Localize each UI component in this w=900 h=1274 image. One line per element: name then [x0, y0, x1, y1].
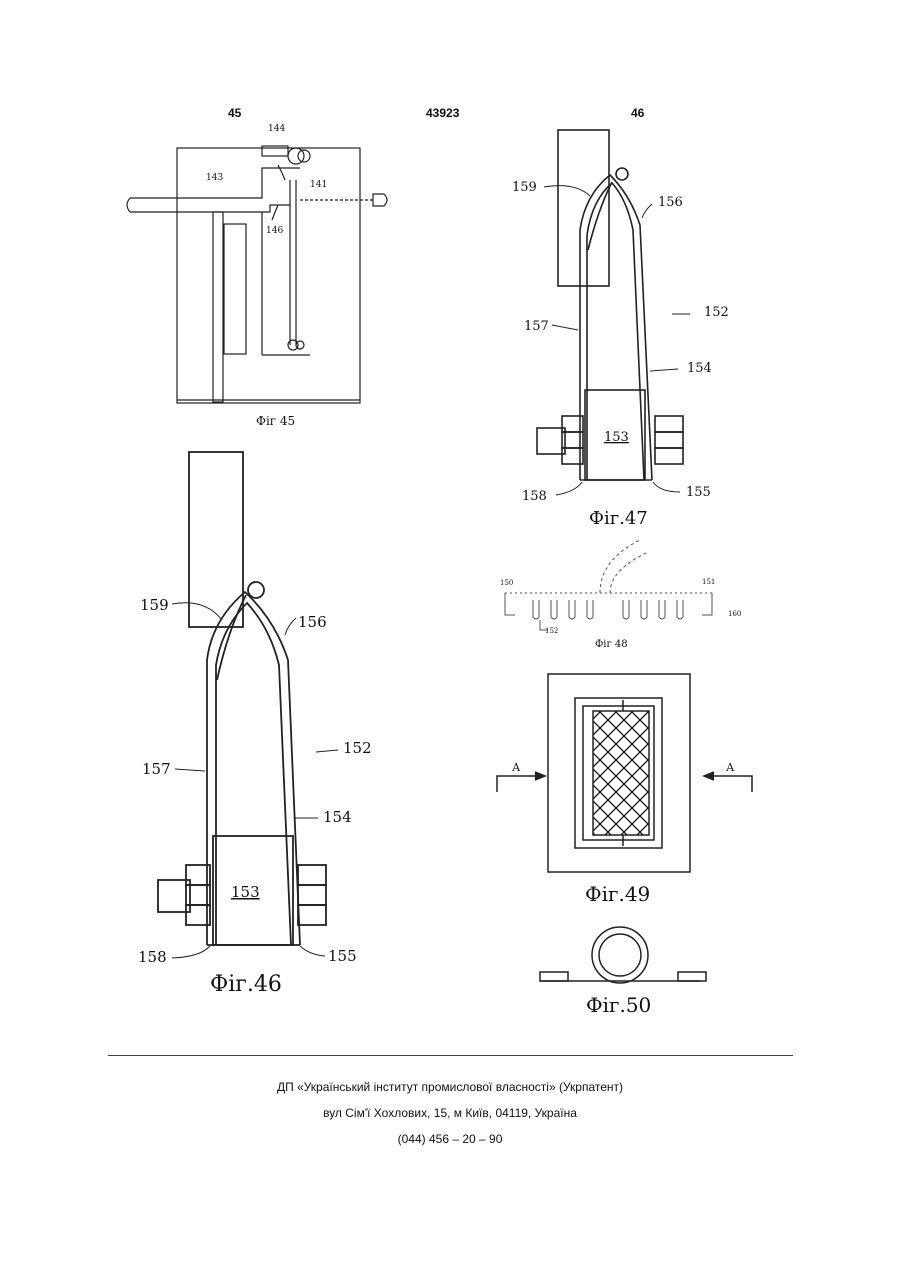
fig46-label-154: 154	[323, 808, 352, 826]
fig47-caption: Фіг.47	[589, 508, 648, 529]
fig48-label-151: 151	[702, 578, 715, 586]
fig46-label-153: 153	[231, 883, 260, 901]
fig46-label-158: 158	[138, 948, 167, 966]
fig47-label-159: 159	[512, 180, 537, 195]
fig48-label-150: 150	[500, 579, 513, 587]
fig46-label-152: 152	[343, 739, 372, 757]
fig47-label-152: 152	[704, 305, 729, 320]
fig47-label-154: 154	[687, 361, 712, 376]
figure-50	[540, 927, 706, 983]
fig46-label-155: 155	[328, 947, 357, 965]
fig47-label-158: 158	[522, 489, 547, 504]
figure-45	[127, 146, 387, 403]
figure-47	[537, 130, 683, 480]
footer-line-address: вул Сім'ї Хохлових, 15, м Київ, 04119, У…	[0, 1106, 900, 1120]
fig49-section-mark-left: А	[512, 761, 521, 774]
footer-divider	[108, 1055, 793, 1056]
figure-49	[497, 674, 752, 872]
fig45-label-143: 143	[206, 173, 223, 183]
fig48-label-152: 152	[545, 627, 558, 635]
fig46-label-159: 159	[140, 596, 169, 614]
fig46-label-156: 156	[298, 613, 327, 631]
fig46-caption: Фіг.46	[210, 972, 282, 997]
fig47-label-156: 156	[658, 195, 683, 210]
fig47-label-155: 155	[686, 485, 711, 500]
fig45-label-144: 144	[268, 124, 285, 134]
fig46-label-157: 157	[142, 760, 171, 778]
figure-46	[158, 452, 326, 945]
fig50-caption: Фіг.50	[586, 993, 651, 1017]
fig47-label-153: 153	[604, 430, 629, 445]
footer-line-phone: (044) 456 – 20 – 90	[0, 1132, 900, 1146]
footer-line-organization: ДП «Український інститут промислової вла…	[0, 1080, 900, 1094]
fig47-label-157: 157	[524, 319, 549, 334]
fig45-label-146: 146	[266, 226, 283, 236]
fig49-caption: Фіг.49	[585, 882, 650, 906]
fig48-caption: Фіг 48	[595, 639, 628, 650]
fig45-caption: Фіг 45	[256, 414, 295, 428]
fig48-label-160: 160	[728, 610, 741, 618]
fig49-section-mark-right: А	[726, 761, 735, 774]
figure-48	[505, 540, 712, 630]
fig48-teeth	[533, 600, 683, 619]
fig45-label-141: 141	[310, 180, 327, 190]
